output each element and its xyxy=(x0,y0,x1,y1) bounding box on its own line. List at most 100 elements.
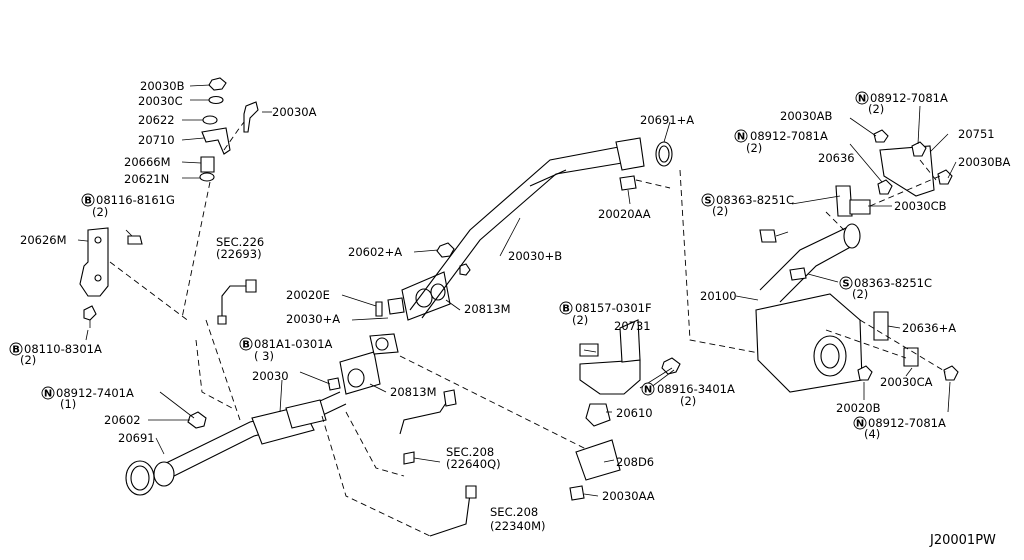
label-08916-3401A: 08916-3401A xyxy=(657,382,735,396)
dashed-links-left xyxy=(109,121,245,421)
bolt-20030AA xyxy=(569,485,585,501)
nut-08916 xyxy=(661,357,681,375)
label-08116-qty: (2) xyxy=(92,205,108,219)
svg-text:B: B xyxy=(84,196,92,207)
label-20813M-upper: 20813M xyxy=(464,302,511,316)
label-20030C: 20030C xyxy=(138,94,183,108)
label-08110-8301A: 08110-8301A xyxy=(24,342,102,356)
label-20602: 20602 xyxy=(104,413,141,427)
flange-front xyxy=(153,461,175,487)
nut-20602 xyxy=(187,411,207,429)
label-20813M-lower: 20813M xyxy=(390,385,437,399)
label-20622: 20622 xyxy=(138,113,175,127)
label-20636: 20636 xyxy=(818,151,855,165)
washer-20621N xyxy=(199,172,215,182)
label-08157-0301F: 08157-0301F xyxy=(575,301,652,315)
label-08912-7401A: 08912-7401A xyxy=(56,386,134,400)
label-20020E: 20020E xyxy=(286,288,330,302)
svg-text:B: B xyxy=(242,340,250,351)
sensor-22640Q xyxy=(345,389,457,477)
label-20691A: 20691+A xyxy=(640,113,694,127)
label-208D6: 208D6 xyxy=(616,455,654,469)
label-08363-8251C-a: 08363-8251C xyxy=(716,193,794,207)
label-sec208-b-ref: (22340M) xyxy=(490,519,545,533)
mount-assembly xyxy=(569,319,681,501)
svg-text:S: S xyxy=(842,279,849,290)
nut-08912-bot xyxy=(943,365,959,381)
leader-lines-other xyxy=(148,105,957,497)
label-08110-qty: (2) xyxy=(20,353,36,367)
rubber-20610 xyxy=(585,403,611,427)
label-20030AB: 20030AB xyxy=(780,109,832,123)
label-20020AA: 20020AA xyxy=(598,207,651,221)
stud-20020E xyxy=(375,301,383,317)
label-sec208-a-ref: (22640Q) xyxy=(446,457,501,471)
bolt-20030AB xyxy=(873,129,889,143)
label-08912-7081A-top-qty: (2) xyxy=(868,102,884,116)
label-08363-8251C-a-qty: (2) xyxy=(712,204,728,218)
label-20731: 20731 xyxy=(614,319,651,333)
label-20636A: 20636+A xyxy=(902,321,956,335)
label-08916-qty: (2) xyxy=(680,394,696,408)
label-20691: 20691 xyxy=(118,431,155,445)
leader-lines-left xyxy=(77,84,272,341)
svg-text:N: N xyxy=(856,419,864,430)
sensor-22340M xyxy=(321,415,477,537)
hanger-20626M xyxy=(79,227,143,328)
bracket-20710 xyxy=(201,127,231,155)
screw-08363-a xyxy=(759,229,777,243)
svg-text:B: B xyxy=(562,304,570,315)
bolt-20030A xyxy=(243,101,259,133)
svg-text:N: N xyxy=(737,132,745,143)
bracket-208D6 xyxy=(575,439,621,481)
bolt-20020AA xyxy=(619,175,637,191)
rubber-mount-20666M xyxy=(200,156,215,173)
label-20030B-plus: 20030+B xyxy=(508,249,562,263)
label-20751: 20751 xyxy=(958,127,995,141)
o2-sensor-22693 xyxy=(217,279,257,325)
label-081A1-qty: ( 3) xyxy=(254,349,274,363)
label-08116-8161G: 08116-8161G xyxy=(96,193,175,207)
nut-20020B xyxy=(857,365,873,381)
front-tube-20030 xyxy=(125,377,347,496)
label-20626M: 20626M xyxy=(20,233,67,247)
label-20030B: 20030B xyxy=(140,79,185,93)
bolt-081A1 xyxy=(327,377,341,391)
label-20710: 20710 xyxy=(138,133,175,147)
dashed-links-right xyxy=(825,159,947,373)
rear-hangers xyxy=(759,129,959,381)
label-20621N: 20621N xyxy=(124,172,169,186)
svg-text:N: N xyxy=(644,385,652,396)
label-081A1-0301A: 081A1-0301A xyxy=(254,337,333,351)
svg-text:S: S xyxy=(704,196,711,207)
label-20602A: 20602+A xyxy=(348,245,402,259)
label-08912-7081A-bot: 08912-7081A xyxy=(868,416,946,430)
label-08912-7081A-mid: 08912-7081A xyxy=(750,129,828,143)
nut-20030B xyxy=(208,77,227,91)
washer-20030C xyxy=(208,95,224,105)
diagram-code: J20001PW xyxy=(929,533,996,548)
label-20030: 20030 xyxy=(252,369,289,383)
label-20030A-plus: 20030+A xyxy=(286,312,340,326)
label-sec226: SEC.226 xyxy=(216,235,264,249)
circle-markers: B B B N B N N N S S N xyxy=(9,91,869,430)
hanger-20636A xyxy=(873,311,889,341)
label-20030BA: 20030BA xyxy=(958,155,1010,169)
label-20030A: 20030A xyxy=(272,105,317,119)
label-08157-qty: (2) xyxy=(572,313,588,327)
svg-text:N: N xyxy=(44,389,52,400)
label-20030CB: 20030CB xyxy=(894,199,947,213)
label-08912-7081A-mid-qty: (2) xyxy=(746,141,762,155)
part-labels: 20030B 20030C 20030A 20622 20710 20666M … xyxy=(20,79,1010,548)
gaskets-20813M xyxy=(339,242,471,395)
label-20030AA: 20030AA xyxy=(602,489,655,503)
muffler-20100 xyxy=(755,223,863,393)
label-08363-8251C-b: 08363-8251C xyxy=(854,276,932,290)
label-sec208-b: SEC.208 xyxy=(490,505,538,519)
label-08912-7401A-qty: (1) xyxy=(60,397,76,411)
label-08363-8251C-b-qty: (2) xyxy=(852,287,868,301)
label-20666M: 20666M xyxy=(124,155,171,169)
washer-20622 xyxy=(202,115,218,125)
